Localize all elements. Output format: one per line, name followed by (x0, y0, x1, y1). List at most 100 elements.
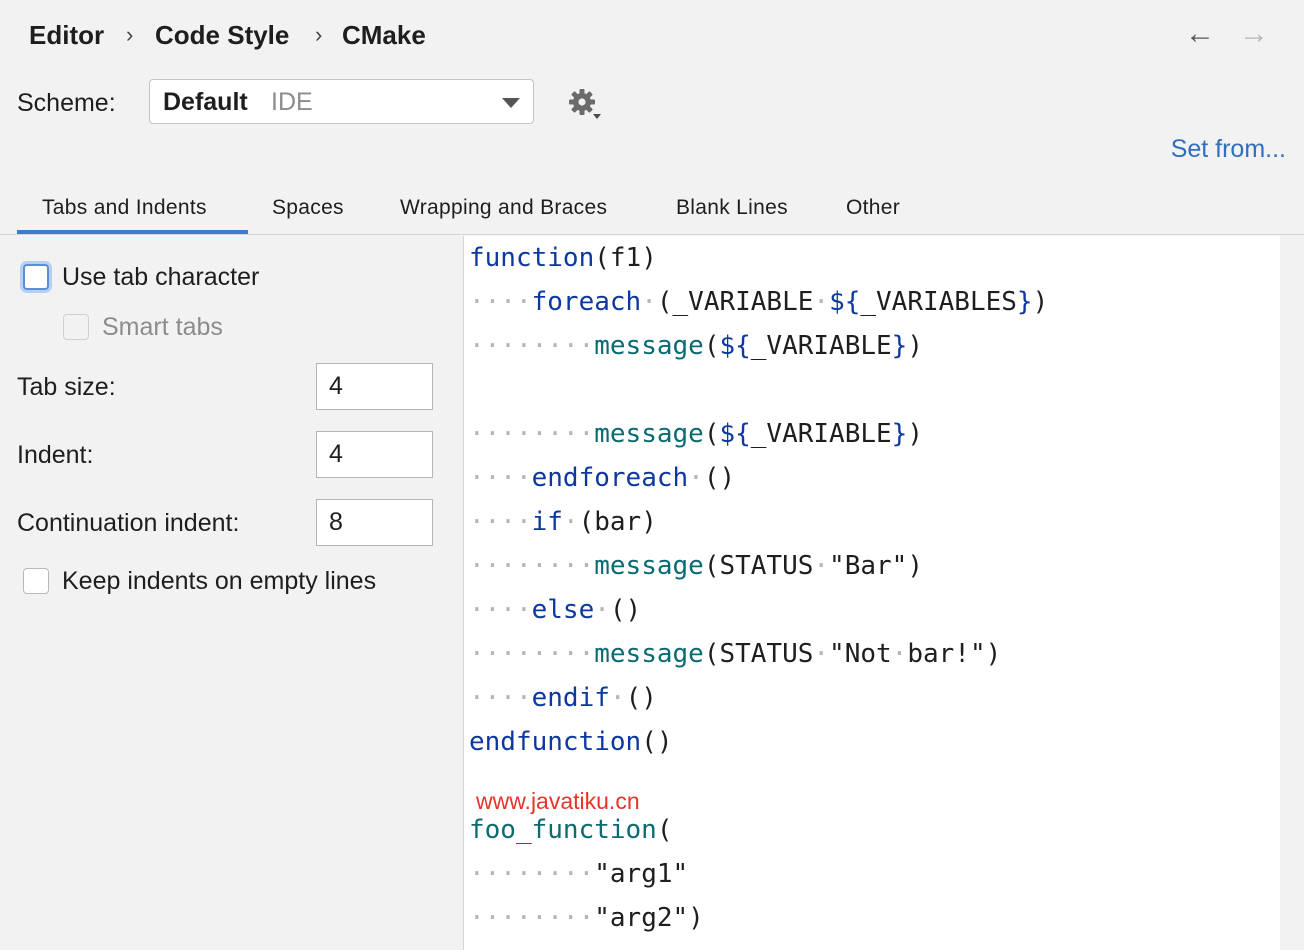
code-line: ········"arg1" (469, 857, 688, 891)
code-token: endfunction (469, 727, 642, 757)
whitespace-marker: · (594, 595, 610, 625)
code-token: foo_function (469, 815, 657, 845)
whitespace-marker: · (641, 287, 657, 317)
selected-tab-indicator (17, 230, 248, 234)
code-token: _VARIABLE (750, 419, 892, 449)
code-line: endfunction() (469, 725, 673, 759)
tab-tabs-and-indents[interactable]: Tabs and Indents (42, 196, 207, 219)
whitespace-marker: · (891, 639, 908, 669)
code-token: } (1016, 287, 1033, 317)
indent-whitespace: ···· (469, 463, 532, 493)
indent-input[interactable]: 4 (316, 431, 433, 478)
breadcrumb-code-style[interactable]: Code Style (155, 20, 290, 50)
scheme-label: Scheme: (17, 89, 116, 117)
code-token: endforeach (531, 463, 689, 493)
use-tab-character-checkbox[interactable] (23, 264, 49, 290)
tab-size-input[interactable]: 4 (316, 363, 433, 410)
code-token: } (891, 331, 908, 361)
code-token: () (703, 463, 736, 493)
code-line: ········message(${_VARIABLE}) (469, 329, 923, 363)
code-token: ) (907, 419, 923, 449)
indent-whitespace: ········ (469, 639, 595, 669)
breadcrumb-cmake: CMake (342, 20, 426, 50)
code-token: } (891, 419, 908, 449)
indent-whitespace: ···· (469, 287, 532, 317)
code-token: bar!") (907, 639, 1002, 669)
tab-spaces[interactable]: Spaces (272, 196, 344, 219)
whitespace-marker: · (688, 463, 704, 493)
code-token: foreach (531, 287, 642, 317)
indent-whitespace: ········ (469, 331, 595, 361)
scheme-name: Default (163, 88, 248, 116)
code-line: function(f1) (469, 241, 657, 275)
code-line: ········"arg2") (469, 901, 704, 935)
code-token: ) (907, 331, 923, 361)
indent-whitespace: ········ (469, 903, 595, 933)
whitespace-marker: · (562, 507, 579, 537)
gear-icon[interactable] (566, 86, 602, 122)
smart-tabs-checkbox[interactable] (63, 314, 89, 340)
breadcrumb-separator: › (315, 22, 323, 47)
forward-arrow-icon[interactable]: → (1239, 17, 1269, 50)
breadcrumb-editor[interactable]: Editor (29, 20, 105, 50)
tab-other[interactable]: Other (846, 196, 901, 219)
code-preview[interactable]: function(f1)····foreach·(_VARIABLE·${_VA… (463, 236, 1281, 950)
indent-whitespace: ········ (469, 859, 595, 889)
tab-blank-lines[interactable]: Blank Lines (676, 196, 788, 219)
indent-whitespace: ···· (469, 683, 532, 713)
indent-whitespace: ········ (469, 551, 595, 581)
code-token: message (594, 419, 704, 449)
code-token: else (531, 595, 595, 625)
scheme-dropdown[interactable]: Default IDE (149, 79, 534, 124)
code-token: ( (656, 815, 673, 845)
tab-wrapping-and-braces[interactable]: Wrapping and Braces (400, 196, 608, 219)
code-token: "arg1" (594, 859, 689, 889)
code-token: () (609, 595, 642, 625)
code-token: ( (703, 419, 720, 449)
code-line: ····endif·() (469, 681, 657, 715)
code-line: ····if·(bar) (469, 505, 657, 539)
breadcrumb-separator: › (126, 22, 134, 47)
code-token: (STATUS (703, 639, 814, 669)
keep-indents-checkbox[interactable] (23, 568, 49, 594)
code-token: endif (531, 683, 610, 713)
code-line: ····else·() (469, 593, 641, 627)
code-token: message (594, 639, 704, 669)
whitespace-marker: · (813, 639, 830, 669)
code-line: ········message(${_VARIABLE}) (469, 417, 923, 451)
code-token: (f1) (594, 243, 657, 273)
code-line: ····foreach·(_VARIABLE·${_VARIABLES}) (469, 285, 1048, 319)
code-token: if (531, 507, 563, 537)
preview-scrollbar-track[interactable] (1280, 236, 1304, 950)
scheme-scope: IDE (271, 88, 313, 116)
indent-whitespace: ········ (469, 419, 595, 449)
code-token: (bar) (578, 507, 657, 537)
code-token: _VARIABLE (750, 331, 892, 361)
keep-indents-label: Keep indents on empty lines (62, 567, 377, 595)
code-token: (_VARIABLE (656, 287, 814, 317)
code-token: message (594, 551, 704, 581)
watermark-text: www.javatiku.cn (476, 788, 640, 814)
smart-tabs-label: Smart tabs (102, 313, 223, 341)
code-line: foo_function( (469, 813, 673, 847)
set-from-link[interactable]: Set from... (1170, 135, 1286, 163)
indent-whitespace: ···· (469, 595, 532, 625)
tabs-divider (0, 234, 1304, 235)
code-token: ${ (829, 287, 861, 317)
indent-label: Indent: (17, 441, 94, 469)
code-token: "Bar") (829, 551, 923, 581)
code-line: ········message(STATUS·"Not·bar!") (469, 637, 1001, 671)
chevron-down-icon (502, 98, 520, 108)
code-token: (STATUS (703, 551, 814, 581)
continuation-indent-input[interactable]: 8 (316, 499, 433, 546)
whitespace-marker: · (813, 287, 830, 317)
tab-size-label: Tab size: (17, 373, 116, 401)
code-line: ········message(STATUS·"Bar") (469, 549, 923, 583)
code-token: message (594, 331, 704, 361)
code-token: () (641, 727, 673, 757)
code-token: ${ (719, 331, 751, 361)
continuation-indent-label: Continuation indent: (17, 509, 240, 537)
code-token: ( (703, 331, 720, 361)
back-arrow-icon[interactable]: ← (1185, 17, 1215, 50)
code-token: "arg2") (594, 903, 704, 933)
